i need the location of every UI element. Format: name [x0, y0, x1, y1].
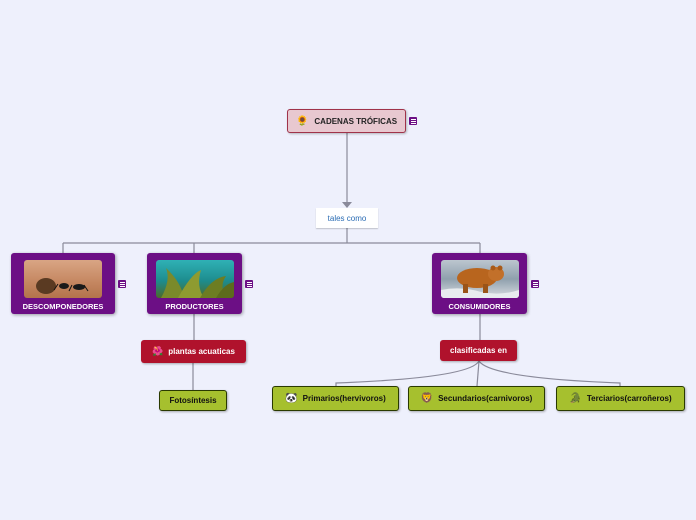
root-node[interactable]: 🌻 CADENAS TRÓFICAS: [287, 109, 406, 133]
descomponedores-notes-icon[interactable]: [118, 280, 126, 288]
consumidores-label: CONSUMIDORES: [448, 302, 511, 311]
productores-node[interactable]: PRODUCTORES: [147, 253, 242, 314]
primarios-label: Primarios(hervivoros): [302, 394, 386, 403]
plantas-acuaticas-node[interactable]: 🌺 plantas acuaticas: [141, 340, 246, 363]
flower-icon: 🌻: [295, 115, 309, 127]
descomponedores-label: DESCOMPONEDORES: [22, 302, 104, 311]
terciarios-node[interactable]: 🐊 Terciarios(carroñeros): [556, 386, 685, 411]
terciarios-label: Terciarios(carroñeros): [586, 394, 672, 403]
beetle-photo: [24, 260, 102, 298]
flower-icon: 🌺: [152, 346, 164, 356]
consumidores-node[interactable]: CONSUMIDORES: [432, 253, 527, 314]
curve-secundarios: [476, 360, 480, 387]
curve-terciarios: [478, 360, 621, 386]
curve-primarios: [335, 360, 480, 386]
productores-notes-icon[interactable]: [245, 280, 253, 288]
secundarios-node[interactable]: 🦁 Secundarios(carnivoros): [408, 386, 545, 411]
bear-photo: [440, 260, 519, 298]
lion-icon: 🦁: [420, 393, 434, 404]
root-label: CADENAS TRÓFICAS: [314, 116, 398, 126]
descomponedores-node[interactable]: DESCOMPONEDORES: [11, 253, 115, 314]
plantas-acuaticas-label: plantas acuaticas: [168, 347, 235, 356]
clasificadas-en-node[interactable]: clasificadas en: [440, 340, 517, 361]
consumidores-notes-icon[interactable]: [531, 280, 539, 288]
crocodile-icon: 🐊: [569, 393, 582, 404]
primarios-node[interactable]: 🐼 Primarios(hervivoros): [272, 386, 399, 411]
kelp-photo: [155, 260, 234, 298]
secundarios-label: Secundarios(carnivoros): [438, 394, 533, 403]
root-arrow-head: [342, 202, 352, 208]
fotosintesis-node[interactable]: Fotosíntesis: [159, 390, 227, 411]
root-notes-icon[interactable]: [409, 117, 417, 125]
productores-label: PRODUCTORES: [165, 302, 224, 311]
panda-icon: 🐼: [285, 393, 298, 404]
connector-label[interactable]: tales como: [316, 208, 378, 228]
